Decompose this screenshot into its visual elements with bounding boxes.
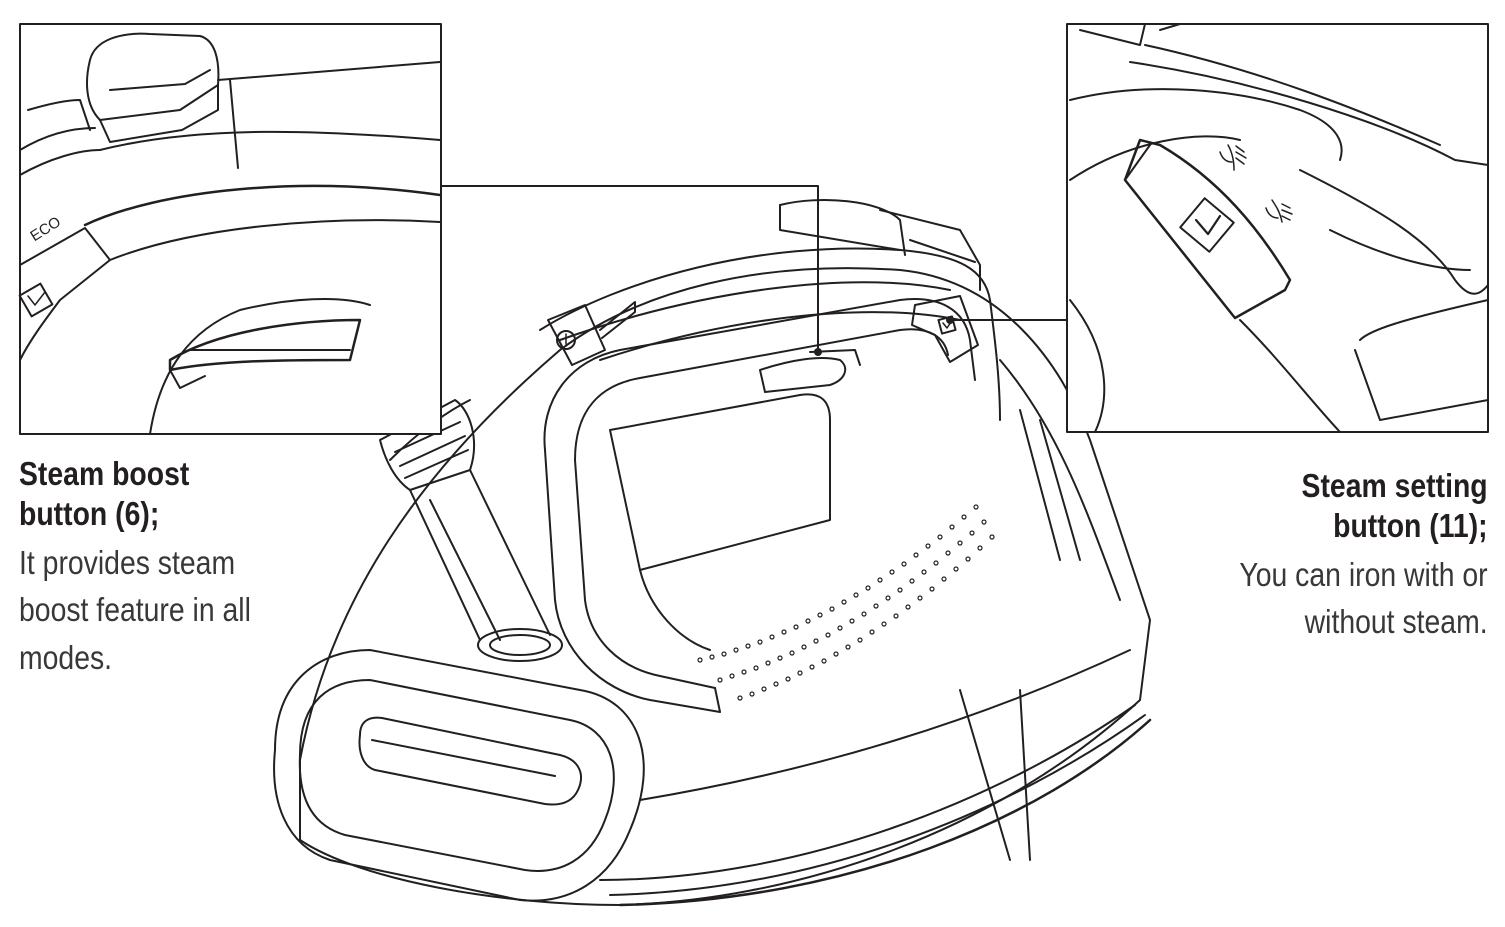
chevron-down-icon: [1194, 214, 1222, 236]
steam-hose: [379, 399, 563, 662]
inset-steam-setting: [946, 23, 1489, 433]
leader-line-steam-boost: [440, 185, 819, 353]
chevron-button-box: [1179, 197, 1235, 253]
power-button-tab: [547, 301, 636, 366]
steam-boost-title-line2: button (6);: [19, 495, 160, 533]
steam-setting-title-line2: button (11);: [1333, 507, 1488, 545]
steam-vent-dots: [697, 504, 995, 701]
front-water-tank: [273, 649, 645, 902]
steam-off-icon: [1219, 144, 1247, 171]
iron-body: [299, 199, 1152, 907]
steam-setting-title-line1: Steam setting: [1301, 467, 1488, 504]
callout-steam-setting: Steam setting button (11); You can iron …: [1199, 466, 1488, 646]
callout-steam-boost: Steam boost button (6); It provides stea…: [19, 454, 289, 682]
steam-on-icon: [1265, 199, 1293, 223]
iron-handle: [543, 298, 976, 713]
steam-setting-desc-line1: You can iron with or: [1239, 555, 1488, 593]
steam-boost-desc-line3: modes.: [19, 639, 113, 677]
steam-setting-desc-line2: without steam.: [1305, 603, 1488, 641]
steam-boost-desc-line1: It provides steam: [19, 543, 236, 581]
steam-boost-title-line1: Steam boost: [19, 455, 190, 492]
inset-steam-boost: ECO: [18, 23, 822, 435]
steam-setting-button-small: [911, 295, 979, 363]
steam-boost-desc-line2: boost feature in all: [19, 591, 251, 629]
